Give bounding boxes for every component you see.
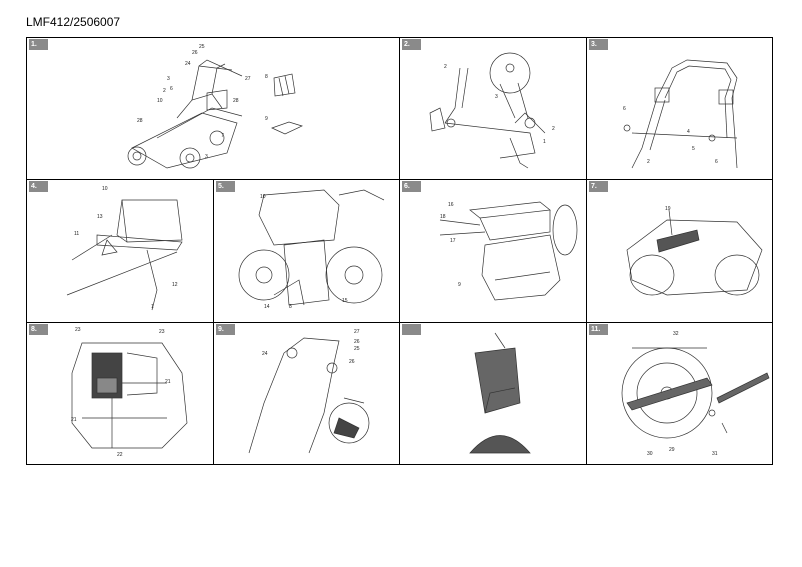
callout-label: 16 [448, 202, 454, 208]
handle-attachment-illustration: 2 3 2 1 [429, 52, 555, 169]
callout-label: 2 [163, 88, 166, 94]
callout-label: 3 [167, 76, 170, 82]
callout-label: 2 [444, 64, 447, 70]
panel-number: 2. [402, 39, 421, 50]
callout-label: 13 [97, 214, 103, 220]
panel-number: 3. [589, 39, 608, 50]
panel-number: 4. [29, 181, 48, 192]
callout-label: 21 [165, 379, 171, 385]
grid-divider [399, 38, 400, 179]
figure-grid: 1. 25 26 24 27 3 28 6 [26, 37, 773, 465]
panel-8: 8. 23 23 21 21 22 [27, 323, 213, 464]
battery-compartment-illustration: 23 23 21 21 22 [71, 327, 188, 458]
panel-4: 4. 10 13 11 12 1 [27, 180, 213, 322]
panel-7: 7. 19 [587, 180, 773, 322]
callout-label: 1 [151, 304, 154, 310]
callout-label: 26 [192, 50, 198, 56]
callout-label: 9 [265, 116, 268, 122]
blade-replacement-illustration: 32 29 30 31 [621, 331, 770, 457]
mower-assembly-illustration: 25 26 24 27 3 28 6 2 10 28 7 8 9 3 [127, 44, 303, 169]
grass-bag-mounting-illustration: 16 18 17 9 [439, 201, 578, 301]
callout-label: 10 [260, 194, 266, 200]
panel-5: 5. 10 14 8 15 [214, 180, 399, 322]
callout-label: 4 [687, 129, 690, 135]
callout-label: 22 [117, 452, 123, 458]
callout-label: 29 [669, 447, 675, 453]
control-handle-illustration: 27 24 26 25 26 [248, 329, 370, 454]
callout-label: 10 [102, 186, 108, 192]
callout-label: 2 [647, 159, 650, 165]
panel-2: 2. 2 3 2 1 [400, 38, 586, 179]
callout-label: 15 [342, 298, 348, 304]
panel-number: 8. [29, 324, 48, 335]
callout-label: 26 [349, 359, 355, 365]
panel-number [402, 324, 421, 335]
panel-number: 6. [402, 181, 421, 192]
callout-label: 23 [159, 329, 165, 335]
callout-label: 24 [262, 351, 268, 357]
callout-label: 2 [552, 126, 555, 132]
callout-label: 25 [199, 44, 205, 50]
callout-label: 10 [157, 98, 163, 104]
callout-label: 11 [74, 231, 79, 237]
callout-label: 17 [450, 238, 456, 244]
panel-10 [400, 323, 586, 464]
callout-label: 8 [265, 74, 268, 80]
callout-label: 3 [495, 94, 498, 100]
grid-divider [213, 179, 214, 464]
callout-label: 6 [715, 159, 718, 165]
callout-label: 30 [647, 451, 653, 457]
panel-3: 3. 6 4 5 2 6 [587, 38, 773, 179]
panel-9: 9. 27 24 26 25 26 [214, 323, 399, 464]
panel-number: 5. [216, 181, 235, 192]
panel-11: 11. 32 29 30 31 [587, 323, 773, 464]
grid-divider [399, 179, 400, 464]
callout-label: 1 [543, 139, 546, 145]
callout-label: 8 [289, 304, 292, 310]
callout-label: 21 [71, 417, 77, 423]
callout-label: 31 [712, 451, 718, 457]
callout-label: 19 [665, 206, 671, 212]
callout-label: 28 [137, 118, 143, 124]
document-title: LMF412/2506007 [26, 15, 121, 29]
callout-label: 9 [458, 282, 461, 288]
panel-number: 11. [589, 324, 608, 335]
callout-label: 14 [264, 304, 270, 310]
panel-number: 1. [29, 39, 48, 50]
callout-label: 5 [692, 146, 695, 152]
callout-label: 3 [205, 154, 208, 160]
callout-label: 23 [75, 327, 81, 333]
mulching-plug-illustration: 19 [626, 206, 763, 296]
panel-number: 7. [589, 181, 608, 192]
callout-label: 28 [233, 98, 239, 104]
panel-1: 1. 25 26 24 27 3 28 6 [27, 38, 399, 179]
rear-flap-illustration: 10 14 8 15 [238, 189, 385, 310]
upper-handle-illustration: 6 4 5 2 6 [623, 59, 738, 169]
callout-label: 18 [440, 214, 446, 220]
callout-label: 27 [354, 329, 360, 335]
callout-label: 27 [245, 76, 251, 82]
callout-label: 25 [354, 346, 360, 352]
callout-label: 24 [185, 61, 191, 67]
grid-divider [586, 38, 587, 464]
grass-bag-frame-illustration: 10 13 11 12 1 [66, 186, 183, 311]
callout-label: 32 [673, 331, 679, 337]
callout-label: 6 [170, 86, 173, 92]
callout-label: 26 [354, 339, 360, 345]
callout-label: 6 [623, 106, 626, 112]
callout-label: 7 [221, 133, 224, 139]
panel-6: 6. 16 18 17 9 [400, 180, 586, 322]
emptying-grass-bag-illustration [469, 332, 531, 454]
panel-number: 9. [216, 324, 235, 335]
callout-label: 12 [172, 282, 178, 288]
